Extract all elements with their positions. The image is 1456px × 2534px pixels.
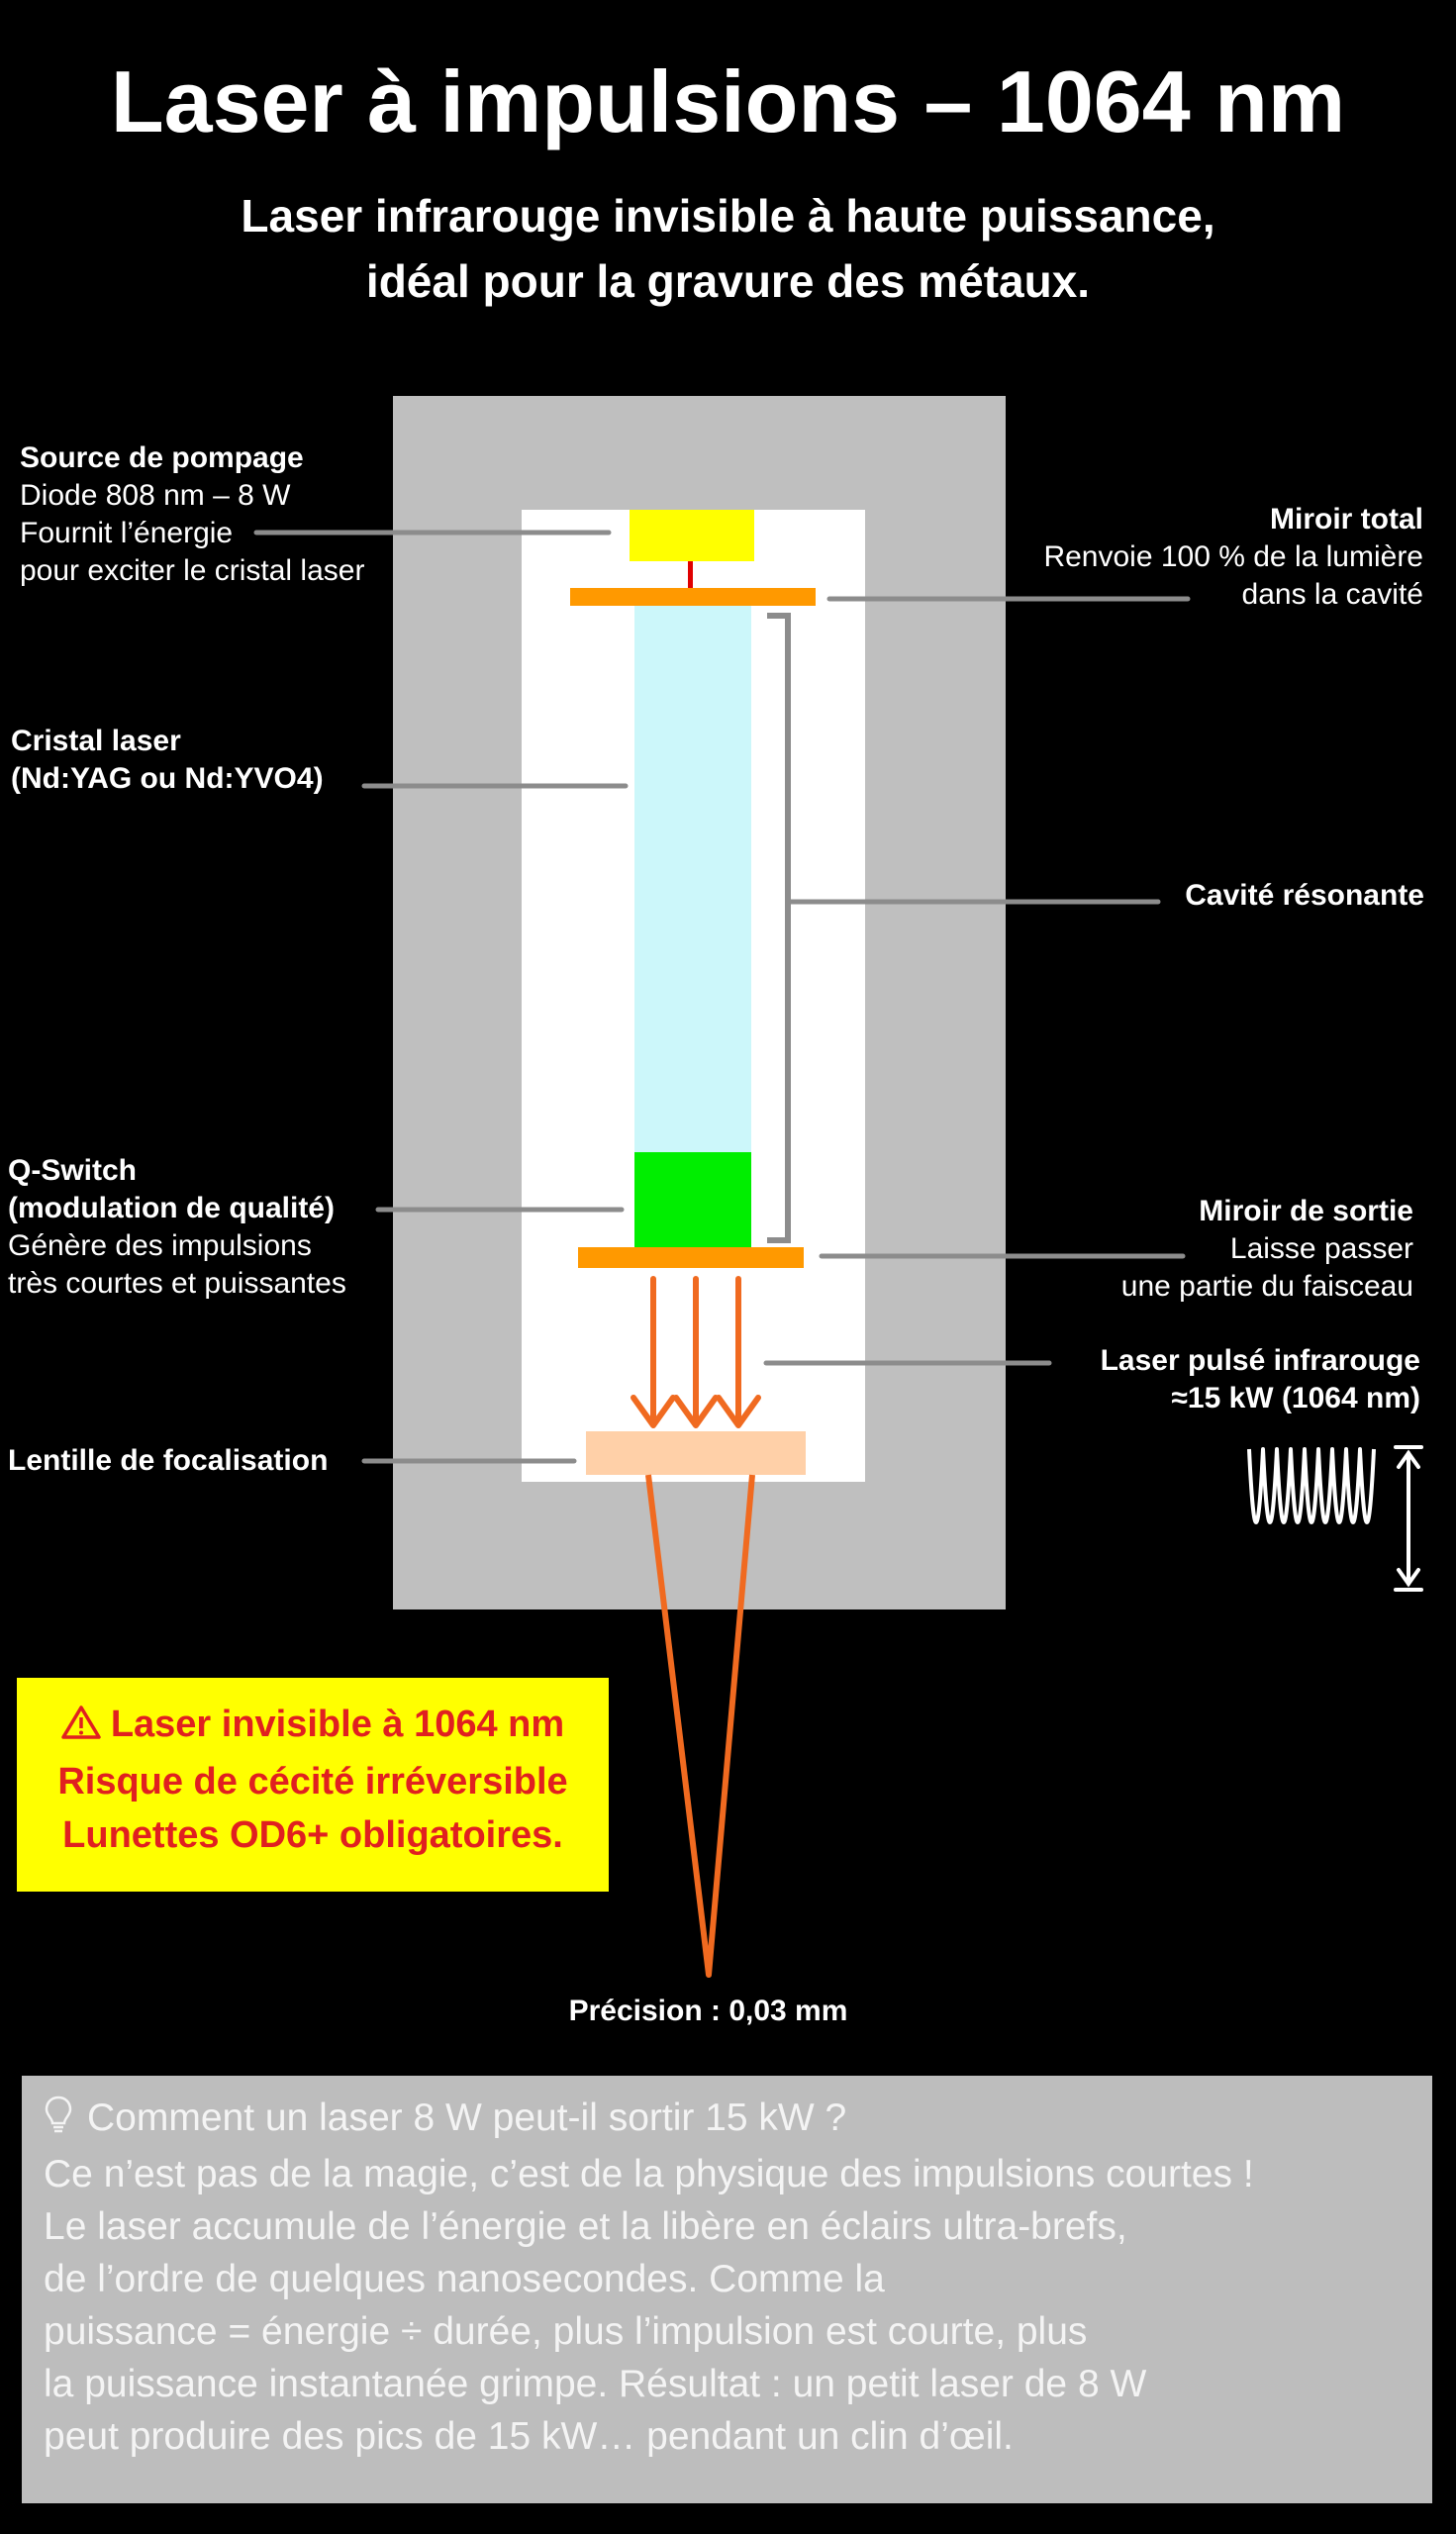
info-line-6: la puissance instantanée grimpe. Résulta… bbox=[44, 2363, 1147, 2405]
label-crystal-line-1: (Nd:YAG ou Nd:YVO4) bbox=[11, 762, 324, 795]
focused-beam bbox=[645, 1474, 755, 1978]
lightbulb-icon bbox=[44, 2095, 73, 2148]
laser-crystal bbox=[634, 606, 751, 1152]
label-qswitch-title: Q-Switch bbox=[8, 1154, 138, 1187]
warning-triangle-icon bbox=[61, 1702, 101, 1755]
label-total-mirror-line-1: Renvoie 100 % de la lumière bbox=[1043, 540, 1423, 573]
info-line-1: Comment un laser 8 W peut-il sortir 15 k… bbox=[87, 2096, 847, 2139]
label-cavity-title: Cavité résonante bbox=[1185, 879, 1424, 912]
subtitle-line-1: Laser infrarouge invisible à haute puiss… bbox=[241, 190, 1215, 242]
label-source-line-1: Diode 808 nm – 8 W bbox=[20, 479, 291, 512]
cavity-bracket bbox=[767, 613, 791, 1243]
label-output-mirror-line-2: une partie du faisceau bbox=[1120, 1270, 1413, 1303]
q-switch bbox=[634, 1152, 751, 1247]
info-line-5: puissance = énergie ÷ durée, plus l’impu… bbox=[44, 2310, 1088, 2353]
label-output-mirror-line-1: Laisse passer bbox=[1229, 1232, 1413, 1265]
label-output-mirror-title: Miroir de sortie bbox=[1199, 1195, 1413, 1227]
amplitude-arrow-icon bbox=[1394, 1445, 1423, 1592]
output-mirror bbox=[578, 1247, 804, 1268]
pulse-wave-icon bbox=[1247, 1447, 1376, 1524]
total-mirror bbox=[570, 588, 816, 606]
page-title: Laser à impulsions – 1064 nm bbox=[110, 52, 1346, 150]
label-qswitch: Q-Switch (modulation de qualité) Génère … bbox=[8, 1152, 346, 1303]
subtitle-line-2: idéal pour la gravure des métaux. bbox=[365, 255, 1091, 307]
label-crystal: Cristal laser (Nd:YAG ou Nd:YVO4) bbox=[11, 723, 324, 798]
label-lens: Lentille de focalisation bbox=[8, 1442, 328, 1480]
focusing-lens bbox=[586, 1431, 806, 1475]
pump-diode bbox=[630, 510, 754, 561]
label-pulsed-laser-title: Laser pulsé infrarouge bbox=[1100, 1344, 1420, 1377]
warning-line-2: Risque de cécité irréversible bbox=[57, 1761, 568, 1803]
info-line-3: Le laser accumule de l’énergie et la lib… bbox=[44, 2205, 1127, 2248]
label-pulsed-laser: Laser pulsé infrarouge ≈15 kW (1064 nm) bbox=[1101, 1342, 1420, 1417]
warning-box: Laser invisible à 1064 nm Risque de céci… bbox=[17, 1678, 609, 1892]
label-source-line-3: pour exciter le cristal laser bbox=[20, 554, 365, 587]
warning-line-1: Laser invisible à 1064 nm bbox=[110, 1704, 565, 1745]
warning-line-3: Lunettes OD6+ obligatoires. bbox=[62, 1814, 563, 1856]
pulsed-beam-arrows bbox=[631, 1276, 761, 1428]
label-pulsed-laser-line-1: ≈15 kW (1064 nm) bbox=[1171, 1382, 1420, 1414]
pump-link bbox=[688, 561, 693, 588]
label-qswitch-line-2: Génère des impulsions bbox=[8, 1229, 312, 1262]
label-qswitch-line-1: (modulation de qualité) bbox=[8, 1192, 335, 1224]
page-subtitle: Laser infrarouge invisible à haute puiss… bbox=[0, 183, 1456, 314]
label-source-line-2: Fournit l’énergie bbox=[20, 517, 234, 549]
label-lens-title: Lentille de focalisation bbox=[8, 1444, 329, 1477]
label-total-mirror-line-2: dans la cavité bbox=[1241, 578, 1423, 611]
label-source: Source de pompage Diode 808 nm – 8 W Fou… bbox=[20, 439, 364, 590]
info-line-2: Ce n’est pas de la magie, c’est de la ph… bbox=[44, 2153, 1254, 2195]
info-line-4: de l’ordre de quelques nanosecondes. Com… bbox=[44, 2258, 885, 2300]
precision-label: Précision : 0,03 mm bbox=[568, 1995, 848, 2027]
info-line-7: peut produire des pics de 15 kW… pendant… bbox=[44, 2415, 1014, 2458]
label-output-mirror: Miroir de sortie Laisse passer une parti… bbox=[1121, 1193, 1413, 1306]
label-total-mirror: Miroir total Renvoie 100 % de la lumière… bbox=[1043, 501, 1423, 614]
label-crystal-title: Cristal laser bbox=[11, 725, 181, 757]
label-qswitch-line-3: très courtes et puissantes bbox=[8, 1267, 346, 1300]
label-total-mirror-title: Miroir total bbox=[1270, 503, 1423, 536]
label-source-title: Source de pompage bbox=[20, 441, 304, 474]
info-box: Comment un laser 8 W peut-il sortir 15 k… bbox=[22, 2076, 1432, 2503]
label-cavity: Cavité résonante bbox=[1185, 877, 1424, 915]
